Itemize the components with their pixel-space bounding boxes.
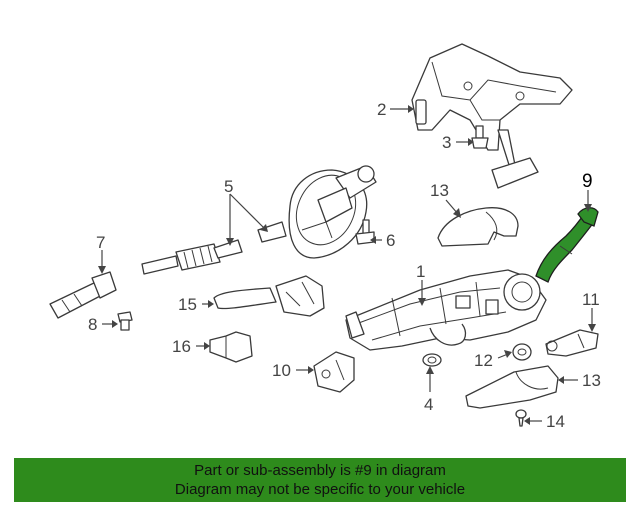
callout-9: 9: [582, 171, 593, 192]
callout-13-upper: 13: [430, 181, 449, 200]
callout-10: 10: [272, 361, 291, 380]
ignition-housing-part: [288, 165, 377, 259]
ignition-switch-part: [545, 329, 599, 357]
upper-shroud-part: [437, 207, 519, 247]
parts-diagram: 2 3 5 6 7 8 13 1 9 11 12 13 14 4 10 15 1…: [49, 43, 601, 431]
callout-1: 1: [416, 262, 425, 281]
callout-13-lower: 13: [582, 371, 601, 390]
knob-part: [512, 343, 532, 361]
grommet-part: [422, 353, 442, 367]
steering-column-part: [345, 269, 547, 351]
callout-5: 5: [224, 177, 233, 196]
pedal-bracket-part: [411, 43, 573, 189]
multifunction-lever-part: [535, 207, 599, 283]
info-banner: Part or sub-assembly is #9 in diagram Di…: [14, 458, 626, 502]
lower-shaft-part: [49, 271, 117, 319]
banner-line-1: Part or sub-assembly is #9 in diagram: [194, 462, 446, 479]
bolt-part-8: [117, 311, 133, 331]
wiper-switch-part: [213, 275, 325, 317]
intermediate-shaft-part: [141, 221, 287, 275]
connector-part: [209, 331, 253, 363]
banner-line-2: Diagram may not be specific to your vehi…: [174, 481, 466, 498]
callout-16: 16: [172, 337, 191, 356]
callout-11: 11: [582, 290, 600, 309]
callout-12: 12: [474, 351, 493, 370]
callout-lines: [98, 105, 596, 425]
callout-3: 3: [442, 133, 451, 152]
bolt-part-3: [471, 125, 489, 149]
callout-4: 4: [424, 395, 433, 414]
lower-shroud-part: [465, 365, 559, 409]
screw-part-14: [515, 409, 527, 427]
callout-2: 2: [377, 100, 386, 119]
lock-module-part: [313, 351, 355, 393]
callout-7: 7: [96, 233, 105, 252]
callout-8: 8: [88, 315, 97, 334]
callout-6: 6: [386, 231, 395, 250]
callout-15: 15: [178, 295, 197, 314]
callout-14: 14: [546, 412, 565, 431]
